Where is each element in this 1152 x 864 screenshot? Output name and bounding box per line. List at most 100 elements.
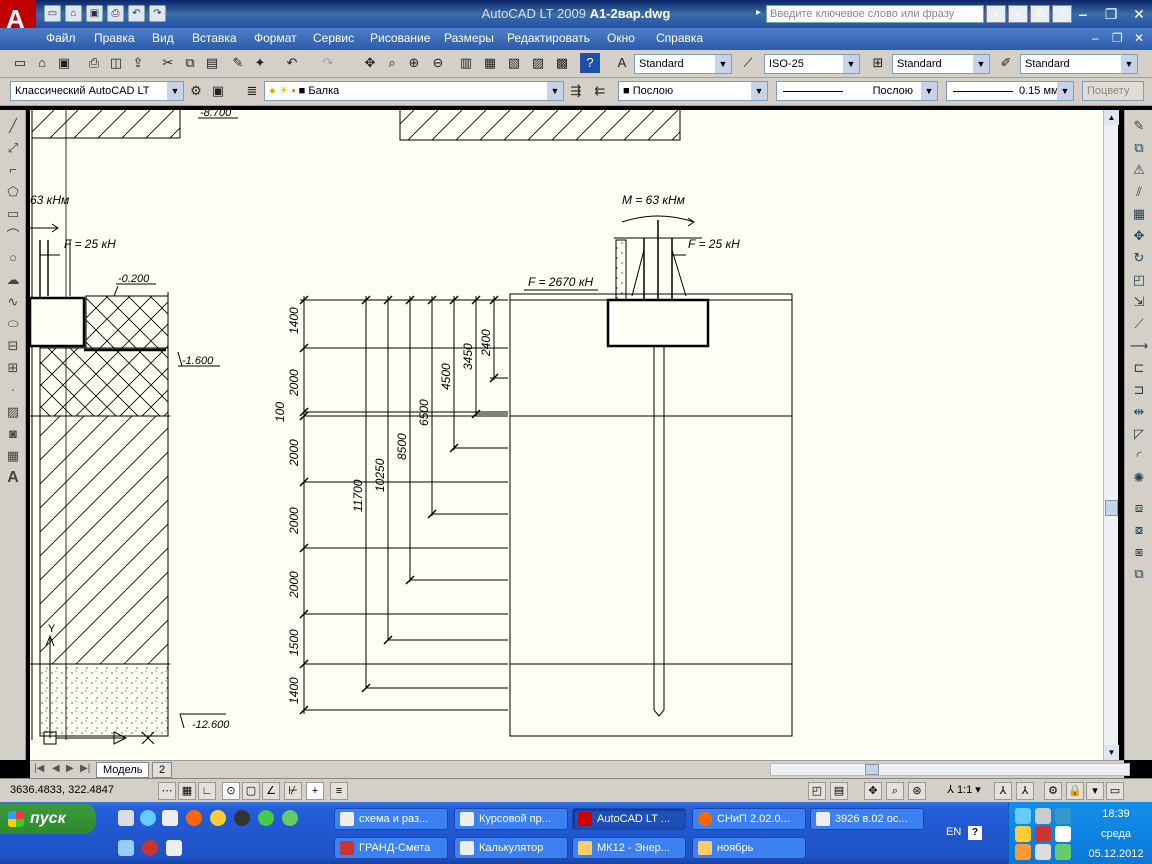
workspace-switch-icon[interactable]: ⚙ (1044, 782, 1062, 800)
doc-minimize-button[interactable]: ‒ (1092, 31, 1099, 45)
draworder-back-icon[interactable]: ⧇ (1134, 522, 1144, 537)
taskbar-item[interactable]: схема и раз... (334, 808, 448, 830)
menu-window[interactable]: Окно (607, 31, 635, 45)
new-icon[interactable]: ▭ (44, 5, 61, 22)
quicklaunch-ie-icon[interactable] (140, 810, 156, 826)
offset-icon[interactable]: ⫽ (1136, 184, 1142, 199)
markup-icon[interactable]: ▩ (555, 55, 569, 70)
minimize-button[interactable]: ‒ (1079, 6, 1087, 22)
auto-scale-icon[interactable]: ⅄ (1016, 782, 1034, 800)
taskbar-item[interactable]: ГРАНД-Смета (334, 837, 448, 859)
help-tray-icon[interactable]: ? (968, 826, 982, 840)
tab-model[interactable]: Модель (96, 762, 150, 778)
taskbar-item[interactable]: Калькулятор (454, 837, 568, 859)
undo-toolbar-icon[interactable]: ↶ (286, 55, 298, 70)
taskbar-item[interactable]: СНиП 2.02.0... (692, 808, 806, 830)
linetype-select[interactable]: Послою▼ (776, 81, 938, 101)
polyline-icon[interactable]: ⌐ (9, 162, 17, 177)
match-properties-icon[interactable]: ✎ (232, 55, 244, 70)
quicklaunch-desktop-icon[interactable] (118, 810, 134, 826)
scroll-up-icon[interactable]: ▲ (1104, 110, 1119, 125)
undo-icon[interactable]: ↶ (128, 5, 145, 22)
dim-style-select[interactable]: ISO-25▼ (764, 54, 860, 74)
layer-select[interactable]: ● ☀ ▪ ■ Балка ▼ (264, 81, 564, 101)
mirror-icon[interactable]: ⚠ (1133, 162, 1145, 177)
close-button[interactable]: ✕ (1133, 6, 1145, 22)
spline-icon[interactable]: ∿ (7, 294, 19, 309)
dim-style-icon[interactable]: ⟋ (743, 55, 753, 70)
annotation-scale-select[interactable]: ⅄ 1:1 ▾ (947, 784, 981, 796)
toolbar-lock-icon[interactable]: 🔒 (1066, 782, 1084, 800)
print-icon[interactable]: ⎙ (107, 5, 124, 22)
tool-palettes-icon[interactable]: ▧ (507, 55, 521, 70)
drawing-area[interactable]: -8.700 63 кНм F = 25 кН -0.200 -1.600 (30, 110, 1118, 760)
table-style-select[interactable]: Standard▼ (892, 54, 990, 74)
join-icon[interactable]: ⇹ (1133, 404, 1145, 419)
redo-toolbar-icon[interactable]: ↷ (322, 55, 334, 70)
layer-previous-icon[interactable]: ⇇ (594, 83, 606, 98)
properties-icon[interactable]: ▥ (459, 55, 473, 70)
draworder-above-icon[interactable]: ⧆ (1134, 544, 1144, 559)
quicklaunch-explorer-icon[interactable] (162, 810, 178, 826)
infocenter-arrow-icon[interactable]: ▸ (756, 7, 762, 18)
construction-line-icon[interactable]: ⤢ (7, 140, 19, 155)
trim-icon[interactable]: ⟋ (1134, 316, 1144, 331)
taskbar-item[interactable]: Курсовой пр... (454, 808, 568, 830)
table-icon[interactable]: ▦ (6, 448, 20, 463)
paste-icon[interactable]: ▤ (205, 55, 219, 70)
ellipse-icon[interactable]: ⬭ (7, 316, 19, 331)
make-current-layer-icon[interactable]: ⇶ (570, 83, 582, 98)
move-icon[interactable]: ✥ (1133, 228, 1145, 243)
rotate-icon[interactable]: ↻ (1133, 250, 1145, 265)
publish-icon[interactable]: ⇪ (132, 55, 144, 70)
break-at-point-icon[interactable]: ⊏ (1133, 360, 1145, 375)
grid-display-button[interactable]: ▦ (178, 782, 196, 800)
annotation-visibility-icon[interactable]: ⅄ (994, 782, 1012, 800)
steering-wheel-icon[interactable]: ⊛ (908, 782, 926, 800)
color-select[interactable]: ■ Послою▼ (618, 81, 768, 101)
volume-icon[interactable] (1015, 844, 1031, 860)
tray-icon[interactable] (1035, 844, 1051, 860)
quicklaunch-icq-icon[interactable] (282, 810, 298, 826)
hatch-icon[interactable]: ▨ (6, 404, 20, 419)
favorites-icon[interactable]: ☆ (1052, 5, 1072, 23)
menu-help[interactable]: Справка (656, 31, 704, 45)
taskbar-item[interactable]: 3926 в.02 ос... (810, 808, 924, 830)
clean-screen-icon[interactable]: ▭ (1106, 782, 1124, 800)
start-button[interactable]: пуск (0, 804, 96, 834)
mtext-icon[interactable]: A (7, 469, 19, 486)
workspace-select[interactable]: Классический AutoCAD LT▼ (10, 81, 184, 101)
search-input[interactable]: Введите ключевое слово или фразу (766, 5, 984, 23)
copy-object-icon[interactable]: ⧉ (1134, 140, 1144, 155)
scroll-thumb[interactable] (1105, 500, 1118, 516)
model-space-button[interactable]: ◰ (808, 782, 826, 800)
qnew-icon[interactable]: ▭ (13, 55, 27, 70)
stretch-icon[interactable]: ⇲ (1133, 294, 1145, 309)
menu-draw[interactable]: Рисование (370, 31, 431, 45)
menu-view[interactable]: Вид (152, 31, 174, 45)
taskbar-item-active[interactable]: AutoCAD LT ... (572, 808, 686, 830)
zoom-window-icon[interactable]: ⊕ (408, 55, 420, 70)
last-tab-icon[interactable]: ▶| (80, 763, 91, 774)
table-style-icon[interactable]: ⊞ (872, 55, 884, 70)
menu-insert[interactable]: Вставка (192, 31, 237, 45)
zoom-previous-icon[interactable]: ⊖ (432, 55, 444, 70)
quicklaunch-player-icon[interactable] (234, 810, 250, 826)
mleader-style-select[interactable]: Standard▼ (1020, 54, 1138, 74)
make-block-icon[interactable]: ⊞ (7, 360, 19, 375)
open-file-icon[interactable]: ⌂ (38, 55, 46, 70)
arc-icon[interactable]: ⌒ (6, 228, 20, 243)
hscroll-thumb[interactable] (865, 764, 879, 775)
zoom-realtime-icon[interactable]: ⌕ (388, 55, 396, 70)
prev-tab-icon[interactable]: ◀ (52, 763, 60, 774)
rectangle-icon[interactable]: ▭ (6, 206, 20, 221)
sheet-set-icon[interactable]: ▨ (531, 55, 545, 70)
tab-layout-2[interactable]: 2 (152, 762, 173, 778)
language-indicator[interactable]: EN (946, 826, 962, 838)
tray-icon[interactable] (1055, 808, 1071, 824)
maximize-button[interactable]: ❐ (1104, 6, 1118, 22)
copy-icon[interactable]: ⧉ (185, 55, 195, 70)
communication-icon[interactable]: ✆ (1030, 5, 1050, 23)
quicklaunch-app-icon[interactable] (210, 810, 226, 826)
clock-time[interactable]: 18:39 (1102, 808, 1130, 820)
